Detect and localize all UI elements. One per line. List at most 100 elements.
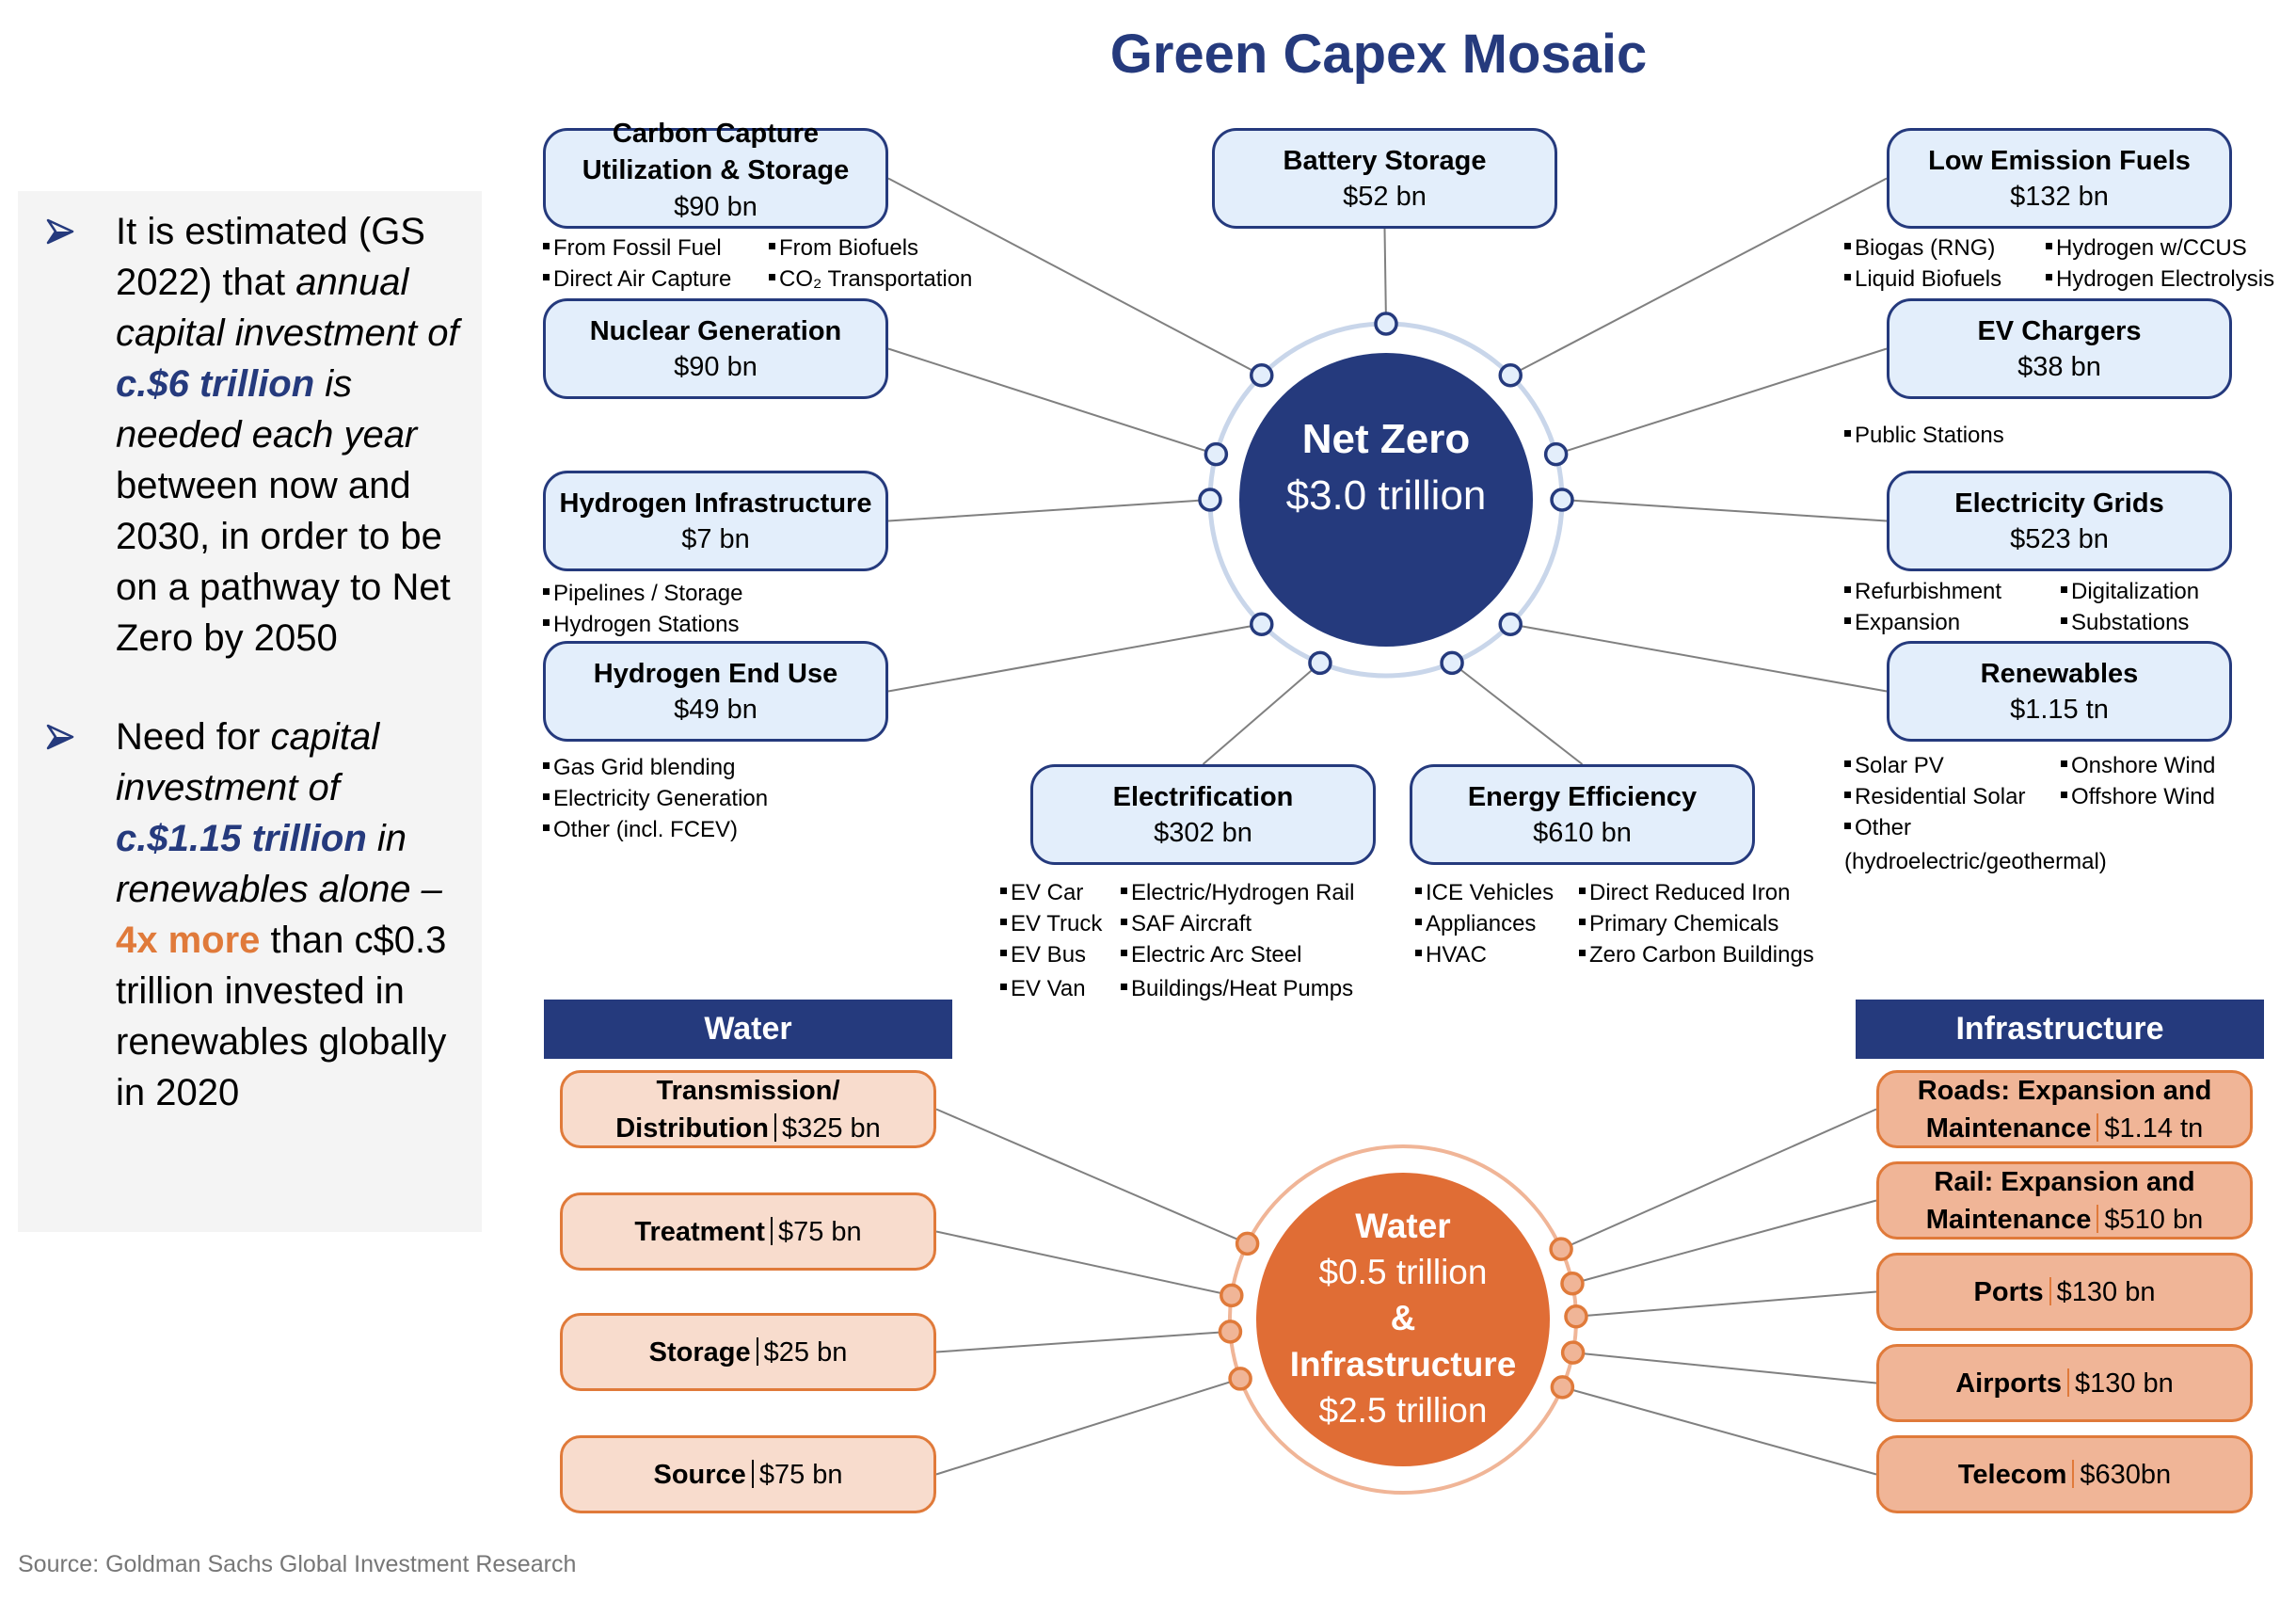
- square-bullet-icon: [1121, 919, 1127, 926]
- square-bullet-icon: [543, 762, 550, 770]
- square-bullet-icon: [1579, 919, 1586, 926]
- node-nuclear-generation: [1204, 441, 1229, 467]
- category-value: $1.15 tn: [2010, 694, 2109, 725]
- infra-box-ports: Ports$130 bn: [1876, 1253, 2253, 1331]
- node-ev-chargers: [1543, 441, 1569, 467]
- category-value: $49 bn: [674, 694, 757, 725]
- square-bullet-icon: [1121, 950, 1127, 957]
- bullet2-text: Need for: [116, 716, 271, 758]
- square-bullet-icon: [543, 243, 550, 250]
- category-box-hydrogen-end-use: Hydrogen End Use$49 bn: [543, 641, 888, 742]
- item-value: $130 bn: [2074, 1368, 2174, 1399]
- subcategory-text: Residential Solar: [1855, 784, 2026, 809]
- subcategory-text: EV Truck: [1011, 911, 1103, 936]
- subcategory-text: Buildings/Heat Pumps: [1131, 976, 1354, 1001]
- category-name: Electrification: [1112, 781, 1294, 812]
- subcategory-text: Substations: [2071, 610, 2190, 635]
- box-line: Maintenance$510 bn: [1926, 1201, 2204, 1239]
- bullet2-italic: capital investment of: [116, 716, 380, 808]
- item-name: Rail: Expansion and: [1934, 1166, 2195, 1197]
- connector-nuclear-generation: [887, 347, 1217, 456]
- bullet2-orange-highlight: 4x more: [116, 920, 261, 961]
- subcategory-item: Refurbishment: [1844, 576, 2061, 607]
- box-line: Distribution$325 bn: [615, 1110, 881, 1147]
- category-value: $523 bn: [2010, 523, 2109, 554]
- separator-bar: [751, 1459, 754, 1488]
- category-name: Battery Storage: [1283, 145, 1487, 176]
- separator-bar: [2066, 1368, 2069, 1397]
- square-bullet-icon: [543, 619, 550, 627]
- subcategory-text: ICE Vehicles: [1426, 880, 1555, 905]
- connector-electrification: [1202, 662, 1321, 765]
- subcategory-item: Residential Solar: [1844, 781, 2061, 812]
- item-value: $75 bn: [758, 1459, 843, 1490]
- square-bullet-icon: [2046, 274, 2052, 281]
- subcategory-item: Solar PV: [1844, 750, 2061, 781]
- category-box-renewables: Renewables$1.15 tn: [1887, 641, 2232, 742]
- box-content: Airports$130 bn: [1955, 1365, 2174, 1402]
- subcategory-text: HVAC: [1426, 942, 1487, 968]
- box-line: Storage$25 bn: [649, 1334, 848, 1371]
- box-line: Rail: Expansion and: [1926, 1163, 2204, 1201]
- category-box-electrification: Electrification$302 bn: [1030, 764, 1376, 865]
- subcategory-text: Solar PV: [1855, 753, 1944, 778]
- square-bullet-icon: [2061, 792, 2067, 799]
- square-bullet-icon: [1000, 888, 1007, 895]
- arrowhead-bullet-icon: [46, 218, 74, 245]
- subcategory-item: EV Car: [1000, 877, 1121, 908]
- water-box-source: Source$75 bn: [560, 1435, 936, 1513]
- connector-low-emission-fuels: [1509, 177, 1888, 376]
- net-zero-hub-circle: [1239, 353, 1533, 647]
- subcategory-item: Electric Arc Steel: [1121, 939, 1301, 970]
- subcategory-text: Other (incl. FCEV): [553, 817, 739, 842]
- item-name: Treatment: [634, 1216, 765, 1247]
- item-name: Maintenance: [1925, 1204, 2092, 1235]
- square-bullet-icon: [1844, 760, 1851, 768]
- item-name: Storage: [648, 1336, 751, 1368]
- subcategory-text: From Biofuels: [779, 235, 919, 261]
- infra-center-value: $2.5 trillion: [1318, 1391, 1488, 1430]
- item-name: Telecom: [1957, 1459, 2067, 1490]
- box-line: Airports$130 bn: [1955, 1365, 2174, 1402]
- subcategory-text: Other: [1855, 815, 1912, 840]
- subcategory-item: Gas Grid blending: [543, 752, 735, 783]
- infra-box-telecom: Telecom$630bn: [1876, 1435, 2253, 1513]
- connector-electricity-grids: [1561, 499, 1888, 522]
- subcategory-text: Direct Air Capture: [553, 266, 732, 292]
- category-name: Energy Efficiency: [1467, 781, 1698, 812]
- bullet2-highlight: c.$1.15 trillion: [116, 818, 367, 859]
- box-line: Roads: Expansion and: [1918, 1072, 2212, 1110]
- connector-treatment: [935, 1230, 1233, 1297]
- subcategory-text: Zero Carbon Buildings: [1589, 942, 1814, 968]
- box-line: Telecom$630bn: [1958, 1456, 2171, 1494]
- bullet1-text-2: between now and 2030, in order to be on …: [116, 465, 451, 659]
- subcategory-item: Hydrogen w/CCUS: [2046, 232, 2247, 264]
- square-bullet-icon: [769, 243, 775, 250]
- subcategory-item: Electric/Hydrogen Rail: [1121, 877, 1354, 908]
- subcategory-text: Electric Arc Steel: [1131, 942, 1302, 968]
- category-name: Utilization & Storage: [582, 155, 850, 185]
- node-telecom: [1550, 1375, 1575, 1400]
- bullet1-italic-2: is needed each year: [116, 363, 418, 456]
- separator-bar: [770, 1216, 773, 1245]
- water-box-storage: Storage$25 bn: [560, 1313, 936, 1391]
- category-box-hydrogen-infrastructure: Hydrogen Infrastructure$7 bn: [543, 471, 888, 571]
- subcategory-item: From Biofuels: [769, 232, 918, 264]
- subcategory-row: HVAC Zero Carbon Buildings: [1415, 939, 1814, 970]
- subcategory-item: Zero Carbon Buildings: [1579, 939, 1814, 970]
- node-rail-expansion-and-maintenance: [1560, 1271, 1585, 1296]
- square-bullet-icon: [1844, 274, 1851, 281]
- item-value: $75 bn: [777, 1216, 862, 1247]
- connector-airports: [1572, 1352, 1877, 1384]
- category-name: EV Chargers: [1977, 315, 2142, 346]
